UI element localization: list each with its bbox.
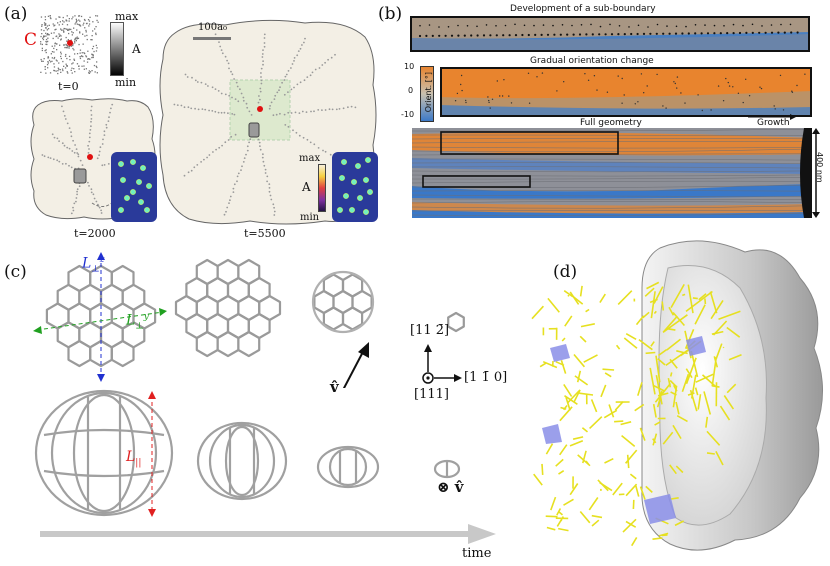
side-view-network (34, 389, 461, 517)
rainbow-colorbar (318, 164, 326, 212)
scale-bar-label: 100a₀ (198, 22, 228, 33)
size-label: 400 nm (815, 152, 824, 183)
gray-colorbar-min: min (115, 76, 137, 89)
size-arrow (812, 128, 820, 218)
rainbow-colorbar-quantity: A (302, 180, 311, 194)
panel-b-label: (b) (378, 4, 403, 24)
growth-label: Growth (757, 118, 790, 128)
gray-colorbar-quantity: A (132, 42, 141, 56)
time-label-t0: t=0 (58, 80, 79, 93)
v-hat-label: v̂ (330, 378, 339, 396)
orientation-colorbar-label: Orient. [°] (424, 72, 433, 113)
panel-a-label: (a) (4, 4, 28, 24)
grain-3d-rendering (531, 240, 823, 551)
lpar-label: L|| (126, 449, 142, 468)
tick-10: 10 (404, 62, 415, 71)
rainbow-colorbar-min: min (300, 212, 320, 223)
orientation-colorbar (420, 66, 434, 122)
tick-0: 0 (408, 86, 414, 95)
inset-amplitude-t2000 (111, 152, 157, 222)
seed-marker: C (24, 30, 38, 50)
panel-c-label: (c) (4, 262, 27, 282)
lz-label: L⊥z (82, 255, 105, 275)
strip-full-geometry (412, 128, 812, 218)
time-label: time (462, 546, 492, 561)
gray-colorbar-max: max (115, 10, 139, 23)
strip1-title: Development of a sub-boundary (510, 4, 656, 14)
strip-sub-boundary (410, 16, 810, 52)
direction-right: [1 1̄ 0] (464, 370, 508, 385)
growth-arrow (748, 114, 796, 120)
strip3-title: Full geometry (580, 118, 642, 128)
inset-amplitude-t5500 (332, 152, 378, 222)
ly-label: L⊥y (126, 312, 149, 332)
strip-orientation-change (440, 67, 812, 117)
tick-minus10: -10 (401, 110, 415, 119)
direction-up: [11 2̄] (410, 323, 450, 338)
direction-axes (422, 344, 462, 384)
time-arrow (40, 524, 496, 544)
strip2-title: Gradual orientation change (530, 56, 654, 66)
panel-d-label: (d) (553, 262, 578, 282)
gray-colorbar (110, 22, 124, 76)
time-label-t5500: t=5500 (244, 227, 286, 240)
time-label-t2000: t=2000 (74, 227, 116, 240)
honeycomb-network (33, 252, 465, 388)
initial-state-speckle (40, 15, 99, 75)
direction-out: [111] (414, 387, 449, 402)
otimes-v-label: ⊗ v̂ (437, 478, 464, 496)
rainbow-colorbar-max: max (299, 153, 321, 164)
